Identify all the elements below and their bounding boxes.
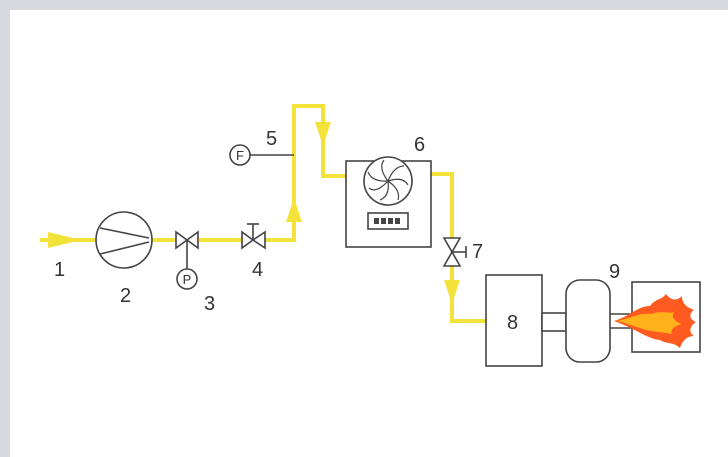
main-valve-left [241,230,255,250]
pressure-gauge-symbol: P [183,272,192,287]
label-heater: 6 [414,134,425,156]
pressure-gauge [176,268,198,290]
valve-with-pressure-tap [175,230,199,290]
main-valve [241,223,266,250]
main-valve-right [251,230,266,250]
chamber-box [485,274,543,367]
diagram-frame: P F [10,10,728,457]
chamber [485,274,543,367]
control-valve [442,237,467,267]
flow-tap [229,144,294,166]
flow-arrows [48,122,460,304]
heater-unit [345,156,432,248]
pump-body [95,211,153,269]
display-digits [374,218,400,224]
pipe-heater-outlet [431,172,454,238]
fan-blades [367,159,409,201]
label-pump: 2 [120,285,131,307]
pump [95,211,153,269]
valve-left-triangle [175,230,189,250]
label-burner: 9 [609,261,620,283]
arrow-down-chamber [444,280,460,304]
burner-coupling [541,312,567,332]
burner-body [565,279,611,363]
control-valve-top [442,237,462,254]
pump-symbol [99,227,150,255]
label-main-valve: 4 [252,259,263,281]
flow-gauge [229,144,251,166]
arrow-inlet [48,232,82,248]
valve-right-triangle [185,230,199,250]
label-inlet: 1 [54,259,65,281]
label-control-valve: 7 [472,241,483,263]
fuel-system-diagram: P F [40,104,701,367]
flame-icon [614,294,696,348]
label-pressure-tap: 3 [204,293,215,315]
arrow-down-heater [315,122,331,146]
arrow-riser-up [286,198,302,222]
pipe-to-chamber [450,266,486,323]
label-chamber: 8 [507,312,518,334]
pipe-riser [265,104,346,242]
flow-gauge-symbol: F [236,148,244,163]
label-flow-tap: 5 [266,128,277,150]
control-valve-bottom [442,250,462,267]
